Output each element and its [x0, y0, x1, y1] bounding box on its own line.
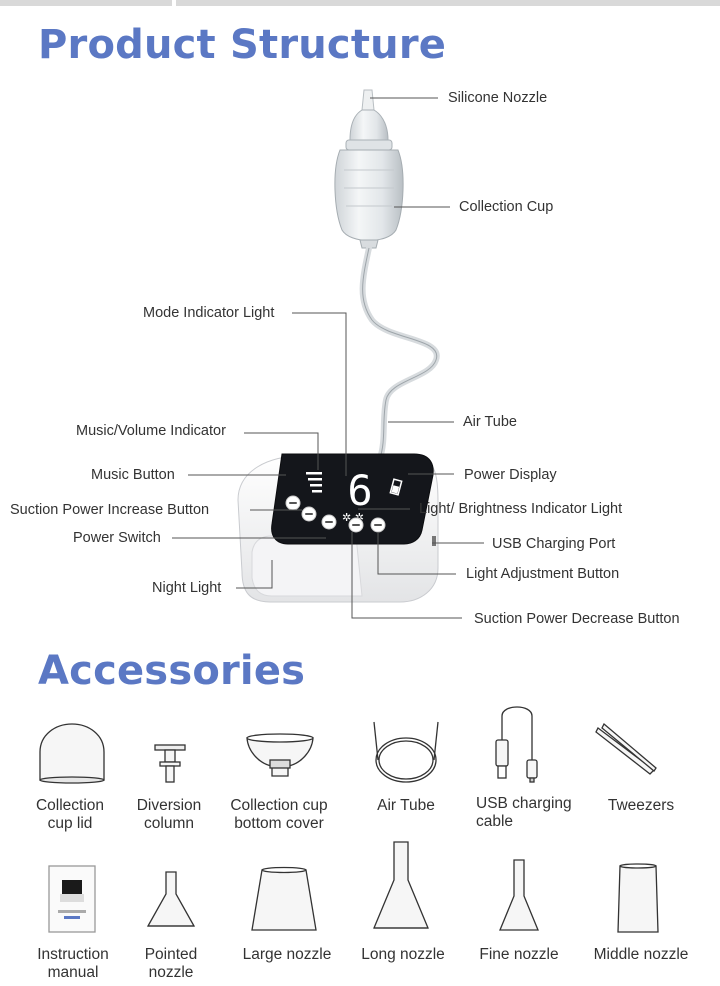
- accessory-tweezers: Tweezers: [607, 797, 675, 814]
- accessory-large-nozzle: Large nozzle: [242, 946, 332, 963]
- usb-charging-cable-icon: [495, 706, 538, 783]
- label-night-light: Night Light: [152, 580, 222, 596]
- accessories-title: Accessories: [38, 648, 306, 694]
- battery-icon: [389, 478, 403, 496]
- label-power-switch: Power Switch: [73, 530, 161, 546]
- fine-nozzle-icon: [499, 859, 539, 931]
- accessory-air-tube: Air Tube: [377, 797, 435, 814]
- collection-cup-bottom-cover-icon: [246, 733, 314, 777]
- top-divider-bar: [0, 0, 720, 6]
- label-suction-increase: Suction Power Increase Button: [10, 502, 210, 518]
- tweezers-icon: [595, 722, 657, 775]
- label-light-adjustment: Light Adjustment Button: [466, 566, 620, 582]
- label-air-tube: Air Tube: [463, 414, 517, 430]
- label-collection-cup: Collection Cup: [459, 199, 554, 215]
- label-silicone-nozzle: Silicone Nozzle: [448, 90, 548, 106]
- power-display-digit: 6: [347, 466, 372, 515]
- large-nozzle-icon: [251, 866, 317, 931]
- label-mode-indicator-light: Mode Indicator Light: [143, 305, 275, 321]
- label-suction-decrease: Suction Power Decrease Button: [474, 611, 680, 627]
- collection-cup-lid-icon: [39, 723, 105, 784]
- label-power-display: Power Display: [464, 467, 557, 483]
- leader-lines: [172, 97, 484, 619]
- air-tube-coil-icon: [373, 721, 439, 783]
- collection-cup-illustration: [334, 89, 404, 249]
- long-nozzle-icon: [373, 841, 429, 929]
- accessory-middle-nozzle: Middle nozzle: [593, 946, 689, 963]
- instruction-manual-icon: [48, 865, 96, 933]
- accessory-fine-nozzle: Fine nozzle: [479, 946, 559, 963]
- middle-nozzle-icon: [617, 863, 659, 933]
- accessory-long-nozzle: Long nozzle: [361, 946, 445, 963]
- label-light-brightness-indicator: Light/ Brightness Indicator Light: [419, 501, 623, 517]
- label-music-button: Music Button: [91, 467, 175, 483]
- usb-port-icon: [432, 536, 436, 546]
- volume-bars-icon: [306, 472, 322, 493]
- air-tube-illustration: [359, 245, 440, 461]
- device-body: 6 ✲ ✲: [237, 453, 439, 603]
- label-music-volume-indicator: Music/Volume Indicator: [76, 423, 226, 439]
- diversion-column-icon: [154, 744, 186, 783]
- label-usb-charging-port: USB Charging Port: [492, 536, 616, 552]
- pointed-nozzle-icon: [146, 871, 196, 927]
- product-structure-title: Product Structure: [38, 22, 447, 68]
